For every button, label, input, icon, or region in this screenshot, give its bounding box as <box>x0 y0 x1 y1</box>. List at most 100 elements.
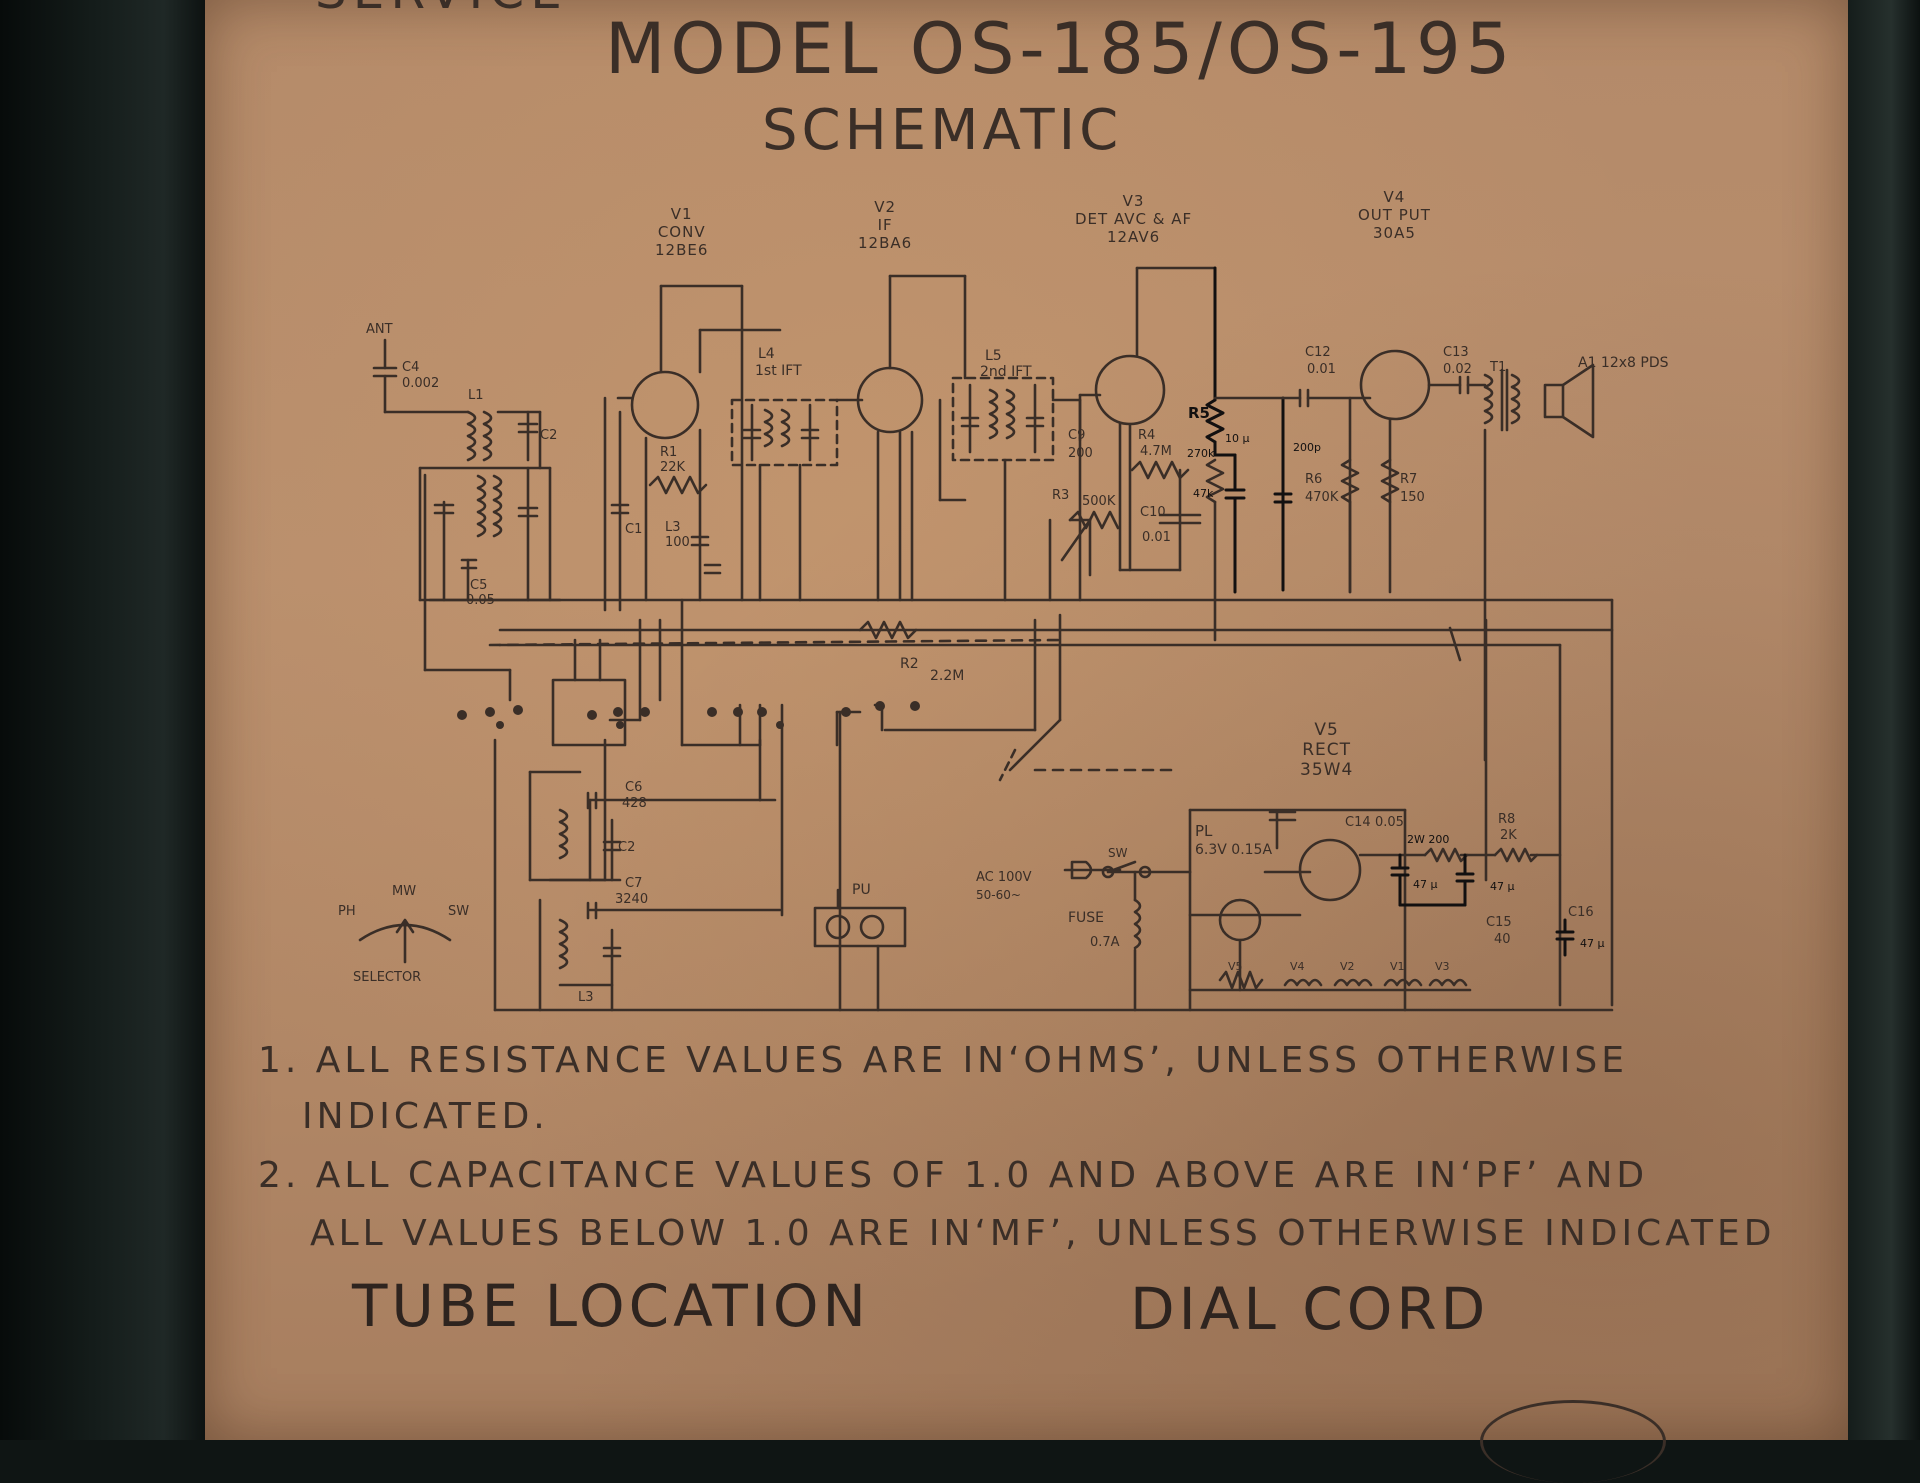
header-fragment: SERVICE <box>315 0 568 20</box>
label-heater-1: V5 <box>1228 960 1243 973</box>
tube-v3-label: V3 DET AVC & AF 12AV6 <box>1075 192 1192 246</box>
tube-v1-role: CONV <box>657 223 706 241</box>
label-c4: C4 <box>402 360 420 375</box>
tube-v1-ref: V1 <box>670 205 693 223</box>
schematic-diagram <box>358 266 1614 1012</box>
frame-right-edge <box>1848 0 1920 1440</box>
tube-v4-ref: V4 <box>1383 188 1406 206</box>
label-r3: R3 <box>1052 488 1070 503</box>
label-c6-value: 428 <box>622 796 647 811</box>
label-c9: C9 <box>1068 428 1086 443</box>
tube-location-heading: TUBE LOCATION <box>352 1272 870 1340</box>
tube-v1-label: V1 CONV 12BE6 <box>655 205 708 259</box>
annotation-10u: 10 μ <box>1225 432 1250 445</box>
model-title: MODEL OS-185/OS-195 <box>605 8 1516 90</box>
label-fuse: FUSE <box>1068 910 1105 926</box>
label-heater-2: V4 <box>1290 960 1305 973</box>
label-r2: R2 <box>900 656 919 672</box>
tube-v3-type: 12AV6 <box>1106 228 1161 246</box>
label-c1: C1 <box>625 522 643 537</box>
annotation-2w200: 2W 200 <box>1407 833 1450 846</box>
annotation-270k: 270k <box>1187 447 1215 460</box>
label-c7-value: 3240 <box>615 892 649 907</box>
note-2-line-1: 2. ALL CAPACITANCE VALUES OF 1.0 AND ABO… <box>258 1155 1649 1196</box>
tube-v5-type: 35W4 <box>1300 760 1354 780</box>
tube-v3-ref: V3 <box>1122 192 1145 210</box>
label-c14-value: 0.05 <box>1375 815 1404 830</box>
label-c14: C14 <box>1345 815 1371 830</box>
label-r4: R4 <box>1138 428 1156 443</box>
selector-mw-label: MW <box>392 884 417 899</box>
label-r1: R1 <box>660 445 678 460</box>
label-r2-value: 2.2M <box>930 668 965 684</box>
tube-v5-label: V5 RECT 35W4 <box>1300 720 1353 780</box>
label-c13-value: 0.02 <box>1443 362 1472 377</box>
label-c5: C5 <box>470 578 488 593</box>
label-ac-frequency: 50-60~ <box>976 888 1021 902</box>
label-c9-value: 200 <box>1068 446 1093 461</box>
label-c13: C13 <box>1443 345 1469 360</box>
label-heater-3: V2 <box>1340 960 1355 973</box>
dial-knob-outline <box>1480 1400 1666 1483</box>
selector-sw-label: SW <box>448 904 470 919</box>
note-1-line-1: 1. ALL RESISTANCE VALUES ARE IN‘OHMS’, U… <box>258 1040 1628 1081</box>
tube-v2-label: V2 IF 12BA6 <box>858 198 912 252</box>
label-fuse-value: 0.7A <box>1090 935 1120 950</box>
label-c15: C15 <box>1486 915 1512 930</box>
label-ac: AC 100V <box>976 870 1032 885</box>
label-t1: T1 <box>1490 360 1507 375</box>
label-r5: R5 <box>1188 404 1210 422</box>
note-1-line-2: INDICATED. <box>302 1096 549 1137</box>
label-c12: C12 <box>1305 345 1331 360</box>
label-pu: PU <box>852 882 871 898</box>
label-c12-value: 0.01 <box>1307 362 1336 377</box>
annotation-47k: 47k <box>1193 487 1214 500</box>
annotation-47u-2: 47 μ <box>1490 880 1515 893</box>
label-pl: PL <box>1195 822 1213 840</box>
label-heater-4: V1 <box>1390 960 1405 973</box>
label-l3: L3 <box>665 520 681 535</box>
paper-sheet <box>205 0 1848 1440</box>
label-sw: SW <box>1108 846 1128 860</box>
tube-v3-role: DET AVC & AF <box>1075 210 1193 228</box>
label-l1: L1 <box>468 388 484 403</box>
label-l5-value: 2nd IFT <box>980 364 1032 380</box>
label-r8-value: 2K <box>1500 828 1517 843</box>
label-r7-value: 150 <box>1400 490 1425 505</box>
label-c2-bottom: C2 <box>618 840 636 855</box>
label-c2-top: C2 <box>540 428 558 443</box>
selector-ph-label: PH <box>338 904 356 919</box>
label-speaker: A1 12x8 PDS <box>1578 355 1669 371</box>
tube-v4-type: 30A5 <box>1373 224 1416 242</box>
label-r8: R8 <box>1498 812 1516 827</box>
label-r1-value: 22K <box>660 460 686 475</box>
label-pl-value: 6.3V 0.15A <box>1195 842 1273 858</box>
schematic-subtitle: SCHEMATIC <box>762 98 1123 163</box>
label-l4-value: 1st IFT <box>755 363 802 379</box>
label-c16: C16 <box>1568 905 1594 920</box>
label-heater-5: V3 <box>1435 960 1450 973</box>
label-ant: ANT <box>366 322 393 337</box>
annotation-47u-1: 47 μ <box>1413 878 1438 891</box>
label-r7: R7 <box>1400 472 1418 487</box>
tube-v5-role: RECT <box>1302 740 1352 760</box>
label-c6: C6 <box>625 780 643 795</box>
annotation-47u-3: 47 μ <box>1580 937 1605 950</box>
label-r6-value: 470K <box>1305 490 1339 505</box>
tube-v4-role: OUT PUT <box>1358 206 1431 224</box>
frame-left-edge <box>0 0 205 1440</box>
tube-v1-type: 12BE6 <box>655 241 709 259</box>
label-c7: C7 <box>625 876 643 891</box>
dial-cord-heading: DIAL CORD <box>1130 1275 1490 1343</box>
annotation-200p: 200p <box>1293 441 1321 454</box>
label-l3-bottom: L3 <box>578 990 594 1005</box>
label-l5: L5 <box>985 348 1002 364</box>
label-c10-value: 0.01 <box>1142 530 1171 545</box>
label-r4-value: 4.7M <box>1140 444 1172 459</box>
label-r3-value: 500K <box>1082 494 1116 509</box>
tube-v2-type: 12BA6 <box>858 234 913 252</box>
label-l3-value: 100 <box>665 535 690 550</box>
label-r6: R6 <box>1305 472 1323 487</box>
label-c4-value: 0.002 <box>402 376 440 391</box>
tube-v2-ref: V2 <box>874 198 896 216</box>
